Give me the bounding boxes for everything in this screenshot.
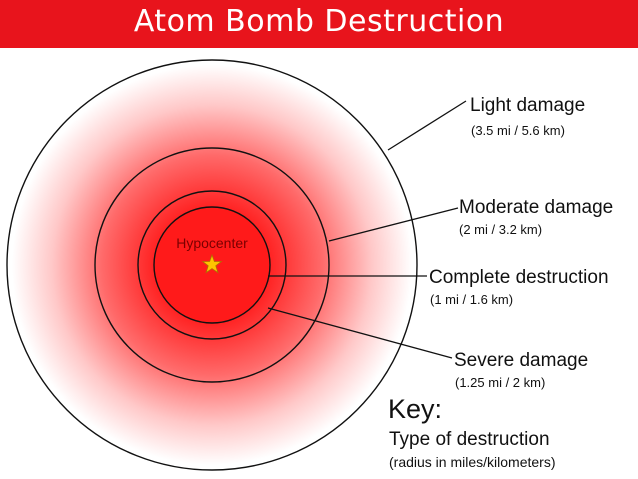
- title-bar: Atom Bomb Destruction: [0, 0, 638, 48]
- severe-damage-ring: [137, 190, 287, 340]
- moderate-damage-label: Moderate damage: [459, 197, 613, 218]
- page-title: Atom Bomb Destruction: [133, 4, 505, 39]
- moderate-damage-radius: (2 mi / 3.2 km): [459, 222, 542, 237]
- light-damage-label: Light damage: [470, 95, 585, 116]
- hypocenter-label: Hypocenter: [176, 235, 248, 251]
- light-damage-radius: (3.5 mi / 5.6 km): [471, 123, 565, 138]
- severe-damage-radius: (1.25 mi / 2 km): [455, 375, 545, 390]
- severe-damage-leader: [267, 307, 453, 359]
- key-radius-note: (radius in miles/kilometers): [389, 454, 555, 470]
- severe-damage-label: Severe damage: [454, 350, 588, 371]
- key-type-of-destruction: Type of destruction: [389, 429, 550, 450]
- moderate-damage-leader: [328, 207, 459, 242]
- complete-destruction-radius: (1 mi / 1.6 km): [430, 292, 513, 307]
- complete-destruction-label: Complete destruction: [429, 267, 609, 288]
- key-title: Key:: [388, 394, 442, 424]
- star-icon: [201, 253, 223, 274]
- moderate-damage-ring: [94, 147, 330, 383]
- light-damage-leader: [387, 100, 467, 151]
